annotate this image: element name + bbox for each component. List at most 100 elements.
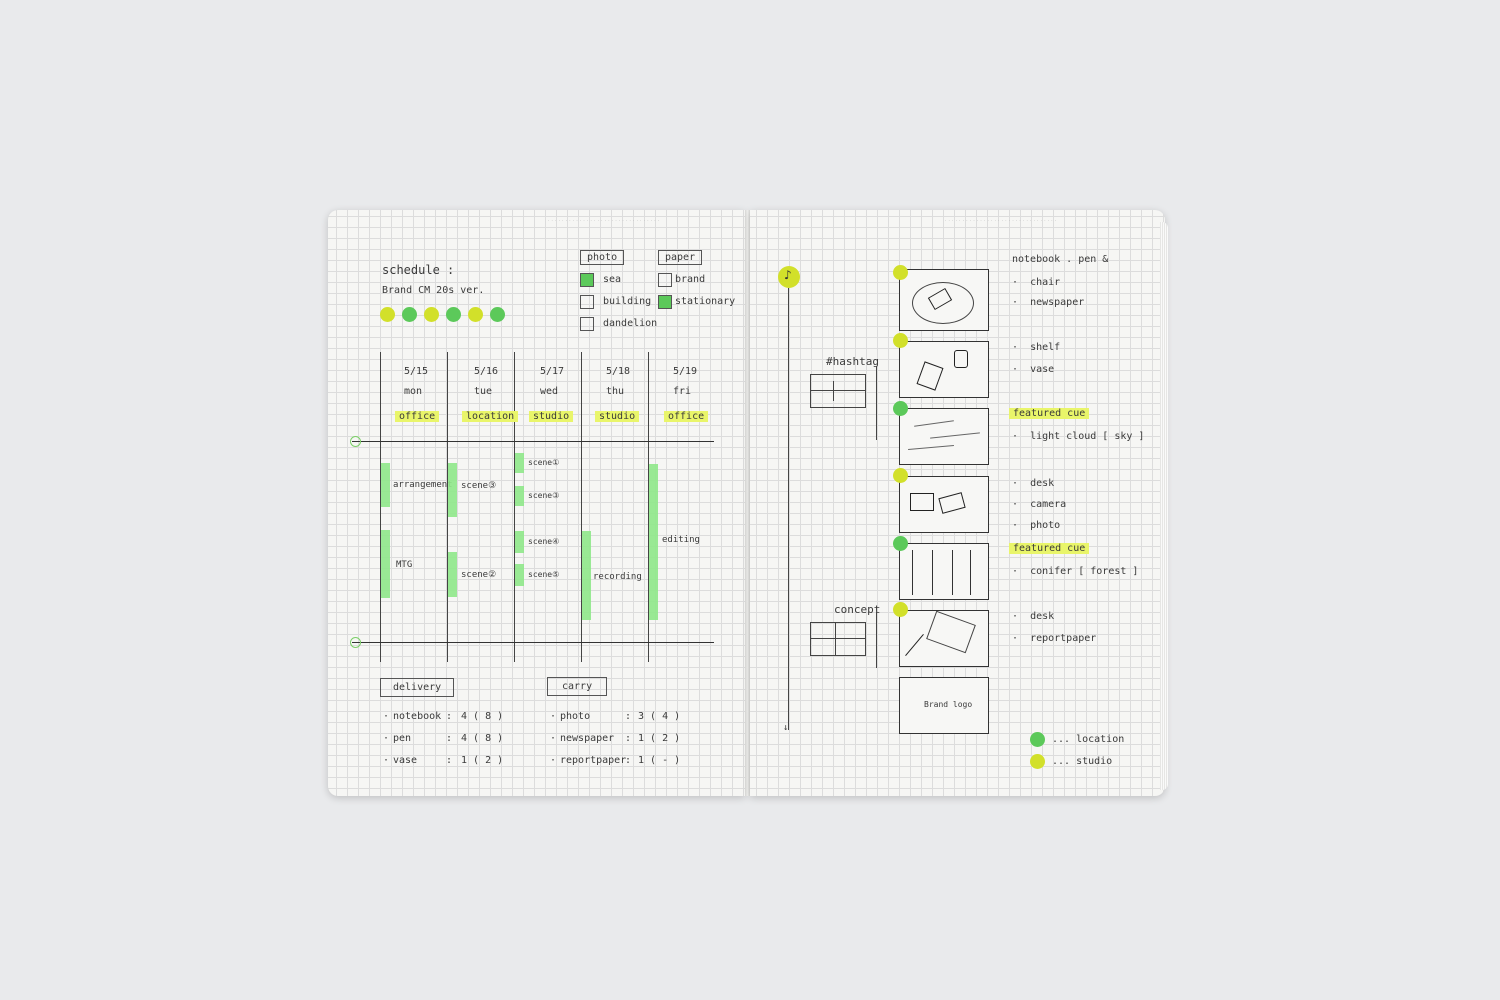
day-name: mon [404, 386, 423, 397]
timeline-line [788, 288, 789, 730]
checkbox-building [580, 295, 594, 309]
day-place: location [462, 411, 519, 422]
carry-item: photo [560, 711, 591, 722]
column-line [380, 352, 381, 662]
note-text: · newspaper [1012, 297, 1085, 308]
colon: : [446, 711, 453, 722]
legend-studio-dot [1030, 754, 1045, 769]
concept-label: concept [834, 603, 881, 616]
lime-dot [424, 307, 439, 322]
storyboard-frame [899, 610, 989, 667]
carry-tag: carry [547, 677, 608, 696]
day-name: wed [540, 386, 559, 397]
schedule-bar [582, 531, 591, 620]
storyboard-frame [899, 543, 989, 600]
legend-location-dot [1030, 732, 1045, 747]
paper-item-brand: brand [675, 274, 706, 285]
storyboard-frame [899, 269, 989, 331]
schedule-bar [381, 530, 390, 598]
day-place: studio [529, 411, 574, 422]
marker-circle [350, 436, 361, 447]
photo-item-dandelion: dandelion [603, 318, 658, 329]
task-label: scene③ [528, 491, 560, 500]
note-text: · vase [1012, 364, 1055, 375]
photo-tag: photo [580, 250, 625, 265]
storyboard-frame [899, 476, 989, 533]
schedule-bar [515, 453, 524, 473]
left-notebook-page [328, 210, 745, 796]
day-date: 5/15 [404, 366, 429, 377]
bullet: · [383, 733, 390, 744]
carry-item: reportpaper [560, 755, 627, 766]
featured-cue-label: featured cue [1009, 543, 1090, 554]
day-date: 5/17 [540, 366, 565, 377]
time-line-bottom [352, 642, 714, 643]
bullet: · [383, 711, 390, 722]
note-text: notebook . pen & [1012, 254, 1109, 265]
schedule-bar [649, 464, 658, 620]
column-line [648, 352, 649, 662]
studio-marker [893, 333, 908, 348]
note-text: · conifer [ forest ] [1012, 566, 1139, 577]
storyboard-frame [899, 341, 989, 398]
time-line-top [352, 441, 714, 442]
lime-dot [380, 307, 395, 322]
task-label: arrangement [393, 480, 453, 490]
delivery-item: vase [393, 755, 418, 766]
music-note-icon: ♪ [778, 266, 800, 288]
note-text: · reportpaper [1012, 633, 1097, 644]
green-dot [402, 307, 417, 322]
carry-qty: 1 ( 2 ) [638, 733, 681, 744]
note-text: · shelf [1012, 342, 1061, 353]
photo-item-building: building [603, 296, 652, 307]
studio-marker [893, 468, 908, 483]
task-label: scene③ [461, 481, 497, 491]
bullet: · [550, 733, 557, 744]
colon: : [625, 711, 632, 722]
delivery-item: notebook [393, 711, 442, 722]
bullet: · [383, 755, 390, 766]
note-text: · photo [1012, 520, 1061, 531]
lime-dot [468, 307, 483, 322]
day-place: office [664, 411, 709, 422]
range-line [876, 366, 877, 440]
brand-logo-frame: Brand logo [899, 677, 989, 734]
schedule-bar [515, 531, 524, 553]
delivery-qty: 4 ( 8 ) [461, 733, 504, 744]
hashtag-sketch [810, 374, 866, 408]
colon: : [625, 733, 632, 744]
hashtag-label: #hashtag [826, 355, 879, 368]
day-name: fri [673, 386, 692, 397]
schedule-bar [381, 463, 390, 507]
legend-label: ... studio [1052, 756, 1113, 767]
notebook-spine [745, 210, 750, 796]
delivery-tag: delivery [380, 678, 455, 697]
colon: : [446, 733, 453, 744]
page-edges [1160, 222, 1168, 790]
schedule-bar [515, 564, 524, 586]
paper-item-stationary: stationary [675, 296, 736, 307]
checkbox-brand [658, 273, 672, 287]
day-place: office [395, 411, 440, 422]
paper-tag: paper [658, 250, 703, 265]
location-marker [893, 401, 908, 416]
checkbox-dandelion [580, 317, 594, 331]
note-text: · light cloud [ sky ] [1012, 431, 1145, 442]
concept-sketch [810, 622, 866, 656]
task-label: scene④ [528, 537, 560, 546]
task-label: editing [662, 535, 700, 545]
column-line [514, 352, 515, 662]
carry-qty: 1 ( - ) [638, 755, 681, 766]
location-marker [893, 536, 908, 551]
studio-marker [893, 265, 908, 280]
day-date: 5/18 [606, 366, 631, 377]
green-dot [446, 307, 461, 322]
studio-marker [893, 602, 908, 617]
task-label: MTG [396, 560, 413, 570]
column-line [447, 352, 448, 662]
checkbox-stationary [658, 295, 672, 309]
month-index-right: · · · · · · · · · · · · · · · · · · · · … [945, 218, 1057, 223]
checkbox-sea [580, 273, 594, 287]
marker-circle [350, 637, 361, 648]
schedule-bar [515, 486, 524, 506]
